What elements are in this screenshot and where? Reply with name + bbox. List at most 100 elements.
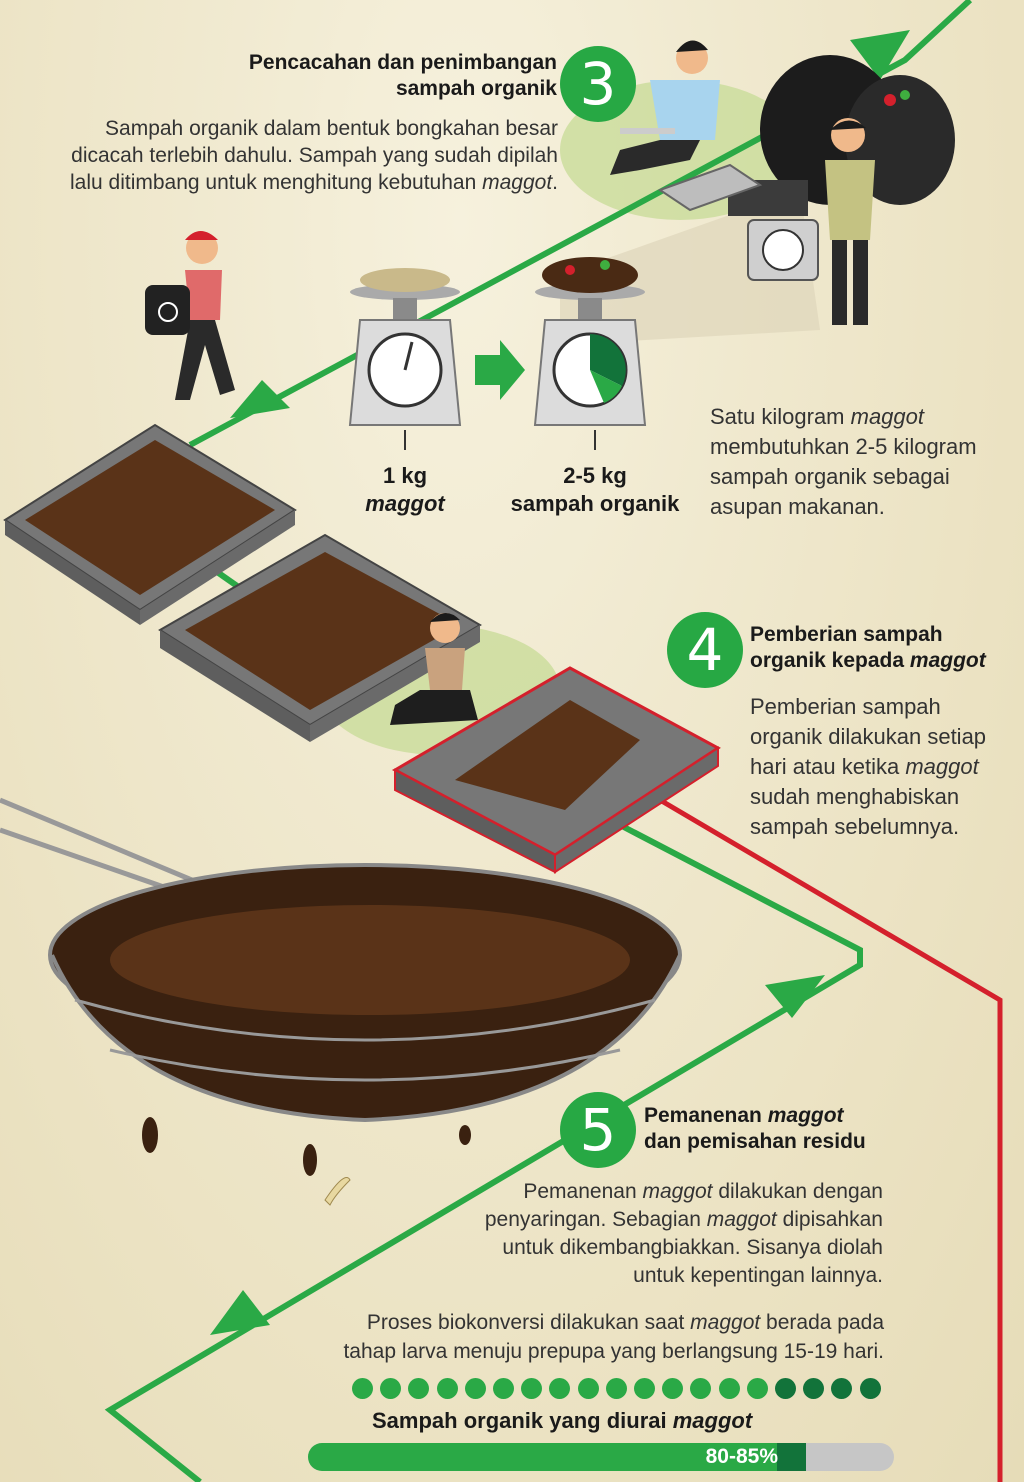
step4-description: Pemberian sampah organik dilakukan setia… — [750, 692, 1020, 842]
text-run: hari atau ketika — [750, 754, 906, 779]
residue-drop — [303, 1144, 317, 1176]
day-dot — [859, 1378, 881, 1399]
day-dot — [605, 1378, 627, 1399]
step5-number-badge: 5 — [560, 1092, 636, 1168]
day-dot — [493, 1378, 514, 1399]
day-dot — [549, 1378, 571, 1399]
day-dot — [662, 1378, 684, 1399]
harvest-sieve-icon — [0, 797, 682, 1123]
scale-left-caption: maggot — [365, 491, 445, 516]
step4-desc-line1: Pemberian sampah — [750, 694, 941, 719]
text-run: Pemanenan — [644, 1104, 768, 1127]
step3-desc-line2: dicacah terlebih dahulu. Sampah yang sud… — [71, 144, 558, 167]
scale-organic-waste-icon — [533, 257, 647, 426]
feeding-tray-1 — [3, 423, 297, 625]
day-dot — [718, 1378, 740, 1399]
text-run: organik kepada — [750, 649, 910, 672]
step4-desc-line4: sudah menghabiskan — [750, 784, 960, 809]
worker-squatting-icon — [610, 40, 720, 175]
step4-desc-line2: organik dilakukan setiap — [750, 724, 987, 749]
scale-note: Satu kilogram maggot membutuhkan 2-5 kil… — [710, 402, 1010, 522]
step3-title-line1: Pencacahan dan penimbangan — [248, 51, 557, 74]
step5-desc-line4: untuk kepentingan lainnya. — [633, 1264, 883, 1287]
step3-desc-line3: lalu ditimbang untuk menghitung kebutuha… — [30, 169, 558, 196]
day-dot — [436, 1378, 458, 1399]
step4-title-line1: Pemberian sampah — [750, 623, 943, 646]
text-run: Sampah organik yang diurai — [372, 1408, 673, 1433]
day-dot — [803, 1378, 825, 1399]
arrow-icon — [210, 1290, 270, 1335]
text-run: dipisahkan — [776, 1208, 883, 1231]
step5-note: Proses biokonversi dilakukan saat maggot… — [280, 1308, 884, 1366]
arrow-icon — [230, 380, 290, 418]
text-run: lalu ditimbang untuk menghitung kebutuha… — [69, 171, 483, 194]
text-run: berada pada — [760, 1311, 884, 1334]
step4-title: Pemberian sampah organik kepada maggot — [750, 622, 1020, 674]
step5-note-line2: tahap larva menuju prepupa yang berlangs… — [343, 1340, 884, 1363]
step3-title-line2: sampah organik — [395, 77, 557, 100]
progress-value: 80-85% — [705, 1445, 778, 1468]
day-dot — [690, 1378, 712, 1399]
scale-left-label: 1 kg maggot — [340, 462, 470, 518]
process-path-top — [188, 0, 973, 448]
day-dot — [746, 1378, 768, 1399]
scale-note-line3: sampah organik sebagai — [710, 464, 950, 489]
worker-kneeling-icon — [390, 612, 478, 725]
step5-title-line1: Pemanenan maggot — [644, 1103, 944, 1129]
scale-left-value: 1 kg — [382, 463, 428, 488]
text-run: dilakukan dengan — [712, 1180, 883, 1203]
progress-fill-range — [776, 1443, 807, 1471]
step3-description: Sampah organik dalam bentuk bongkahan be… — [30, 115, 558, 196]
scale-right-label: 2-5 kg sampah organik — [500, 462, 690, 518]
residue-drop — [459, 1125, 471, 1145]
scale-note-line1: Satu kilogram maggot — [710, 402, 1010, 432]
scale-note-line2: membutuhkan 2-5 kilogram — [710, 434, 977, 459]
step5-title: Pemanenan maggot dan pemisahan residu — [644, 1103, 944, 1155]
step5-desc-line2: penyaringan. Sebagian maggot dipisahkan — [400, 1206, 883, 1234]
day-dot — [521, 1378, 543, 1399]
scale-right-caption: sampah organik — [510, 491, 680, 516]
text-run: . — [552, 171, 558, 194]
step3-desc-line1: Sampah organik dalam bentuk bongkahan be… — [105, 117, 558, 140]
step4-number-badge: 4 — [667, 612, 743, 688]
arrow-right-icon — [475, 340, 525, 400]
worker-walking-icon — [145, 231, 235, 400]
day-dot — [831, 1378, 853, 1399]
process-path-bottom — [104, 822, 863, 1482]
decomposition-progress-bar — [308, 1443, 894, 1471]
progress-fill — [308, 1443, 777, 1471]
day-dot — [380, 1378, 402, 1399]
scale-maggot-icon — [348, 268, 462, 426]
text-run-italic: maggot — [642, 1180, 713, 1203]
arrow-icon — [850, 30, 910, 80]
step4-desc-line5: sampah sebelumnya. — [750, 814, 960, 839]
text-run-italic: maggot — [909, 649, 986, 672]
day-dot — [634, 1378, 655, 1399]
feeding-tray-3 — [391, 666, 721, 874]
step5-desc-line3: untuk dikembangbiakkan. Sisanya diolah — [502, 1236, 883, 1259]
worker-standing-icon — [728, 118, 875, 325]
step5-desc-line1: Pemanenan maggot dilakukan dengan — [400, 1178, 883, 1206]
chopping-board-icon — [657, 163, 763, 212]
text-run: Satu kilogram — [710, 404, 851, 429]
maggot-icon — [324, 1177, 351, 1206]
day-dot — [775, 1378, 796, 1399]
day-dot — [352, 1378, 373, 1399]
progress-title: Sampah organik yang diurai maggot — [372, 1408, 792, 1434]
text-run: penyaringan. Sebagian — [484, 1208, 707, 1231]
feeding-tray-2 — [158, 533, 482, 742]
day-dot — [408, 1378, 430, 1399]
step4-desc-line3: hari atau ketika maggot — [750, 752, 1020, 782]
duration-dots — [352, 1378, 892, 1400]
day-dot — [464, 1378, 486, 1399]
step5-title-line2: dan pemisahan residu — [644, 1130, 866, 1153]
text-run-italic: maggot — [482, 171, 553, 194]
day-dot — [577, 1378, 599, 1399]
text-run-italic: maggot — [767, 1104, 844, 1127]
step3-number-badge: 3 — [560, 46, 636, 122]
step4-title-line2: organik kepada maggot — [750, 648, 1020, 674]
text-run-italic: maggot — [850, 404, 925, 429]
step5-note-line1: Proses biokonversi dilakukan saat maggot… — [280, 1308, 884, 1337]
scale-right-value: 2-5 kg — [563, 463, 627, 488]
